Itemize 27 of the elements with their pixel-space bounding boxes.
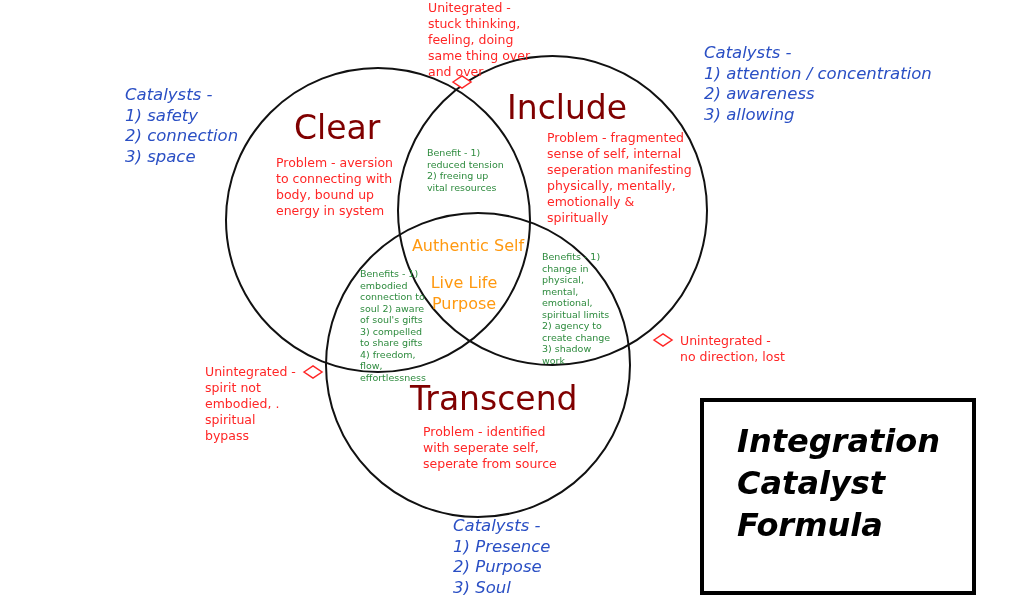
unintegrated-note: Unintegrated - spirit not embodied, . spiritual bypass xyxy=(205,364,297,444)
catalyst-item: 3) Soul xyxy=(453,578,511,595)
center-text: Authentic Self xyxy=(410,235,526,256)
unintegrated-note: Unitegrated - stuck thinking, feeling, doing same thing over and over xyxy=(428,0,531,80)
catalyst-heading: Catalysts - xyxy=(704,43,792,64)
circle-heading: Include xyxy=(507,91,628,124)
problem-text: Problem - fragmented sense of self, internal seperation manifesting physically, mentally, emotionally & spiritually xyxy=(547,130,693,226)
circle-heading: Clear xyxy=(294,111,381,144)
catalyst-item: 1) Presence xyxy=(453,537,551,558)
catalyst-item: 3) allowing xyxy=(704,105,795,126)
catalyst-item: 1) attention / concentration xyxy=(704,64,932,85)
benefit-text: Benefit - 1) reduced tension 2) freeing up vital resources xyxy=(427,147,505,193)
catalyst-item: 2) awareness xyxy=(704,84,815,105)
title-box xyxy=(700,398,976,595)
title-text: Integration Catalyst Formula xyxy=(737,421,941,546)
catalyst-heading: Catalysts - xyxy=(125,85,213,106)
catalyst-heading: Catalysts - xyxy=(453,516,541,537)
problem-text: Problem - identified with seperate self, seperate from source xyxy=(423,424,558,472)
catalyst-item: 1) safety xyxy=(125,106,199,127)
catalyst-item: 2) Purpose xyxy=(453,557,542,578)
catalyst-item: 3) space xyxy=(125,147,196,168)
catalyst-item: 2) connection xyxy=(125,126,239,147)
circle-heading: Transcend xyxy=(410,382,578,415)
benefit-text: Benefits - 1) change in physical, mental, emotional, spiritual limits 2) agency to create change 3) shadow work xyxy=(542,251,612,366)
problem-text: Problem - aversion to connecting with body, bound up energy in system xyxy=(276,155,394,219)
center-text: Live Life Purpose xyxy=(430,272,498,314)
unintegrated-note: Unintegrated - no direction, lost xyxy=(680,333,786,365)
